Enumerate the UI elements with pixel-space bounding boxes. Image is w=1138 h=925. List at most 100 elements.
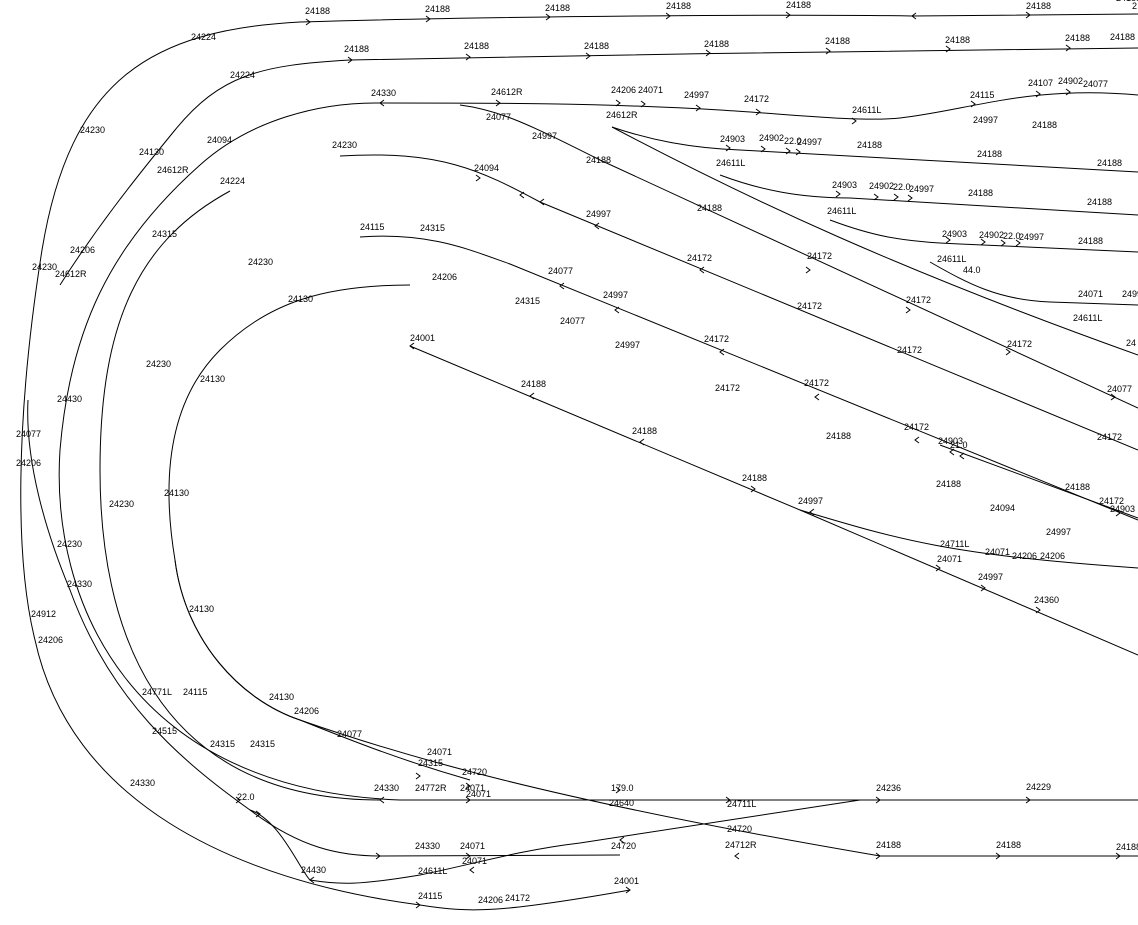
track-label: 24720	[727, 824, 752, 834]
track-label: 24315	[420, 223, 445, 233]
track-label: 24430	[301, 865, 326, 875]
track-line-t20	[939, 444, 1138, 519]
track-label: 24077	[560, 316, 585, 326]
track-label: 24997	[586, 209, 611, 219]
track-label: 24230	[32, 262, 57, 272]
track-line-t22	[249, 799, 861, 884]
track-label: 24997	[684, 90, 709, 100]
track-label: 24188	[786, 0, 811, 10]
track-label: 24188	[876, 840, 901, 850]
track-label: 24230	[248, 257, 273, 267]
track-label: 24902	[759, 133, 784, 143]
direction-arrow-14	[379, 99, 385, 107]
direction-arrow-38	[699, 266, 705, 274]
track-label: 24711L	[940, 539, 969, 549]
track-label: 24315	[152, 229, 177, 239]
track-line-t21	[27, 399, 621, 857]
track-label: 24611L	[937, 254, 966, 264]
track-label: 24188	[1087, 197, 1112, 207]
direction-arrow-42	[1110, 393, 1116, 401]
track-label: 24172	[904, 422, 929, 432]
track-label: 24330	[371, 88, 396, 98]
direction-arrow-9	[545, 13, 551, 21]
direction-arrow-7	[305, 18, 311, 26]
direction-arrow-34	[1000, 239, 1006, 247]
direction-arrow-17	[640, 100, 646, 108]
direction-arrow-40	[905, 306, 911, 314]
direction-arrow-11	[785, 11, 791, 19]
track-label: 24640	[609, 798, 634, 808]
direction-arrow-59	[980, 584, 986, 592]
direction-arrow-75	[995, 852, 1001, 860]
track-line-t18	[611, 126, 1138, 356]
track-label: 24515	[152, 726, 177, 736]
direction-arrow-30	[893, 193, 899, 201]
track-label: 24130	[139, 147, 164, 157]
track-label: 24188	[1116, 0, 1138, 3]
track-line-t19	[799, 509, 1138, 656]
track-label: 24188	[584, 41, 609, 51]
direction-arrow-16	[615, 99, 621, 107]
direction-arrow-81	[465, 852, 471, 860]
track-label: 24230	[146, 359, 171, 369]
track-label: 24188	[826, 431, 851, 441]
track-label: 24172	[687, 253, 712, 263]
track-label: 24903	[942, 229, 967, 239]
track-label: 24077	[337, 729, 362, 739]
direction-arrow-48	[814, 393, 820, 401]
track-label: 24188	[697, 203, 722, 213]
track-label: 22.0	[893, 182, 911, 192]
track-label: 44.0	[963, 265, 981, 275]
track-label: 24771L	[142, 687, 172, 697]
track-line-t5	[379, 92, 1138, 120]
track-label: 24188	[545, 3, 570, 13]
track-label: 24903	[1110, 504, 1135, 514]
track-label: 24071	[985, 547, 1010, 557]
direction-arrow-36	[539, 198, 545, 206]
track-line-t1	[299, 13, 1138, 23]
direction-arrow-49	[914, 436, 920, 444]
direction-arrow-69	[415, 772, 421, 780]
track-label: 24115	[183, 687, 207, 697]
track-label: 24188	[666, 1, 691, 11]
track-line-t10	[168, 284, 471, 781]
direction-arrow-1	[465, 53, 471, 61]
direction-arrow-78	[415, 901, 421, 909]
track-label: 24188	[344, 44, 369, 54]
direction-arrow-0	[347, 56, 353, 64]
track-label: 24188	[1065, 482, 1090, 492]
track-label: 24107	[1028, 78, 1053, 88]
track-label: 24330	[130, 778, 155, 788]
track-label: 24188	[1065, 33, 1090, 43]
direction-arrow-52	[1115, 509, 1121, 517]
track-label: 24903	[938, 436, 963, 446]
track-label: 24188	[945, 35, 970, 45]
track-label: 22.0	[237, 792, 255, 802]
track-label: 24360	[1034, 595, 1059, 605]
track-label: 24903	[720, 134, 745, 144]
track-label: 24236	[876, 783, 901, 793]
track-line-t14	[611, 126, 1138, 173]
track-label: 24071	[462, 856, 487, 866]
track-label: 24612R	[491, 87, 523, 97]
track-label: 24330	[67, 579, 92, 589]
track-label: 24230	[57, 539, 82, 549]
track-line-t6	[58, 102, 1138, 801]
track-label: 24188	[305, 6, 330, 16]
track-label: 24130	[200, 374, 225, 384]
track-label: 2499	[1122, 289, 1138, 299]
track-label: 24172	[897, 345, 922, 355]
direction-arrow-25	[760, 145, 766, 153]
track-label: 22.0	[784, 136, 802, 146]
track-label: 24912	[31, 609, 56, 619]
track-label: 24612R	[606, 110, 638, 120]
track-label: 24997	[532, 131, 557, 141]
track-label: 21.0	[950, 440, 968, 450]
track-label: 24188	[825, 36, 850, 46]
track-label: 24315	[515, 296, 540, 306]
track-line-t9	[359, 235, 1138, 521]
track-label: 24315	[210, 739, 235, 749]
track-label: 24071	[460, 783, 485, 793]
direction-arrow-47	[719, 348, 725, 356]
direction-arrow-24	[725, 144, 731, 152]
